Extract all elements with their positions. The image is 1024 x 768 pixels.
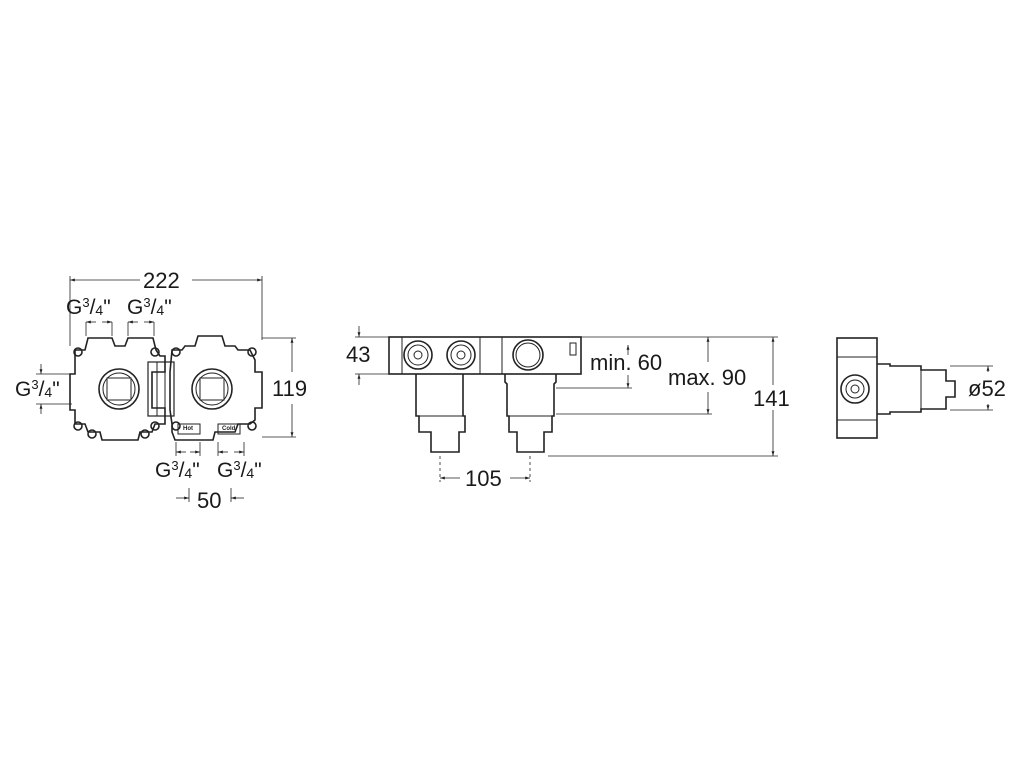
diameter-dimension: ø52: [968, 376, 1006, 401]
hot-inlet-thread: G3/4": [155, 458, 200, 482]
inlet-spacing-dimension: 50: [197, 488, 222, 513]
body-depth-dimension: 43: [346, 342, 371, 367]
top-outlet-right-thread: G3/4": [127, 295, 172, 319]
hot-label: Hot: [183, 426, 193, 432]
front-view: [69, 335, 263, 441]
cold-inlet-thread: G3/4": [217, 458, 262, 482]
max-depth-dimension: max. 90: [668, 365, 747, 390]
side-outlet-thread: G3/4": [15, 377, 60, 401]
min-depth-dimension: min. 60: [590, 350, 663, 375]
side-view: [388, 336, 582, 453]
end-view: [836, 337, 956, 439]
height-dimension: 119: [272, 376, 308, 401]
top-outlet-left-thread: G3/4": [66, 295, 111, 319]
total-depth-dimension: 141: [753, 386, 790, 411]
spacing-dimension: 105: [465, 466, 502, 491]
overall-width-dimension: 222: [143, 268, 180, 293]
cold-label: Cold: [222, 426, 236, 432]
